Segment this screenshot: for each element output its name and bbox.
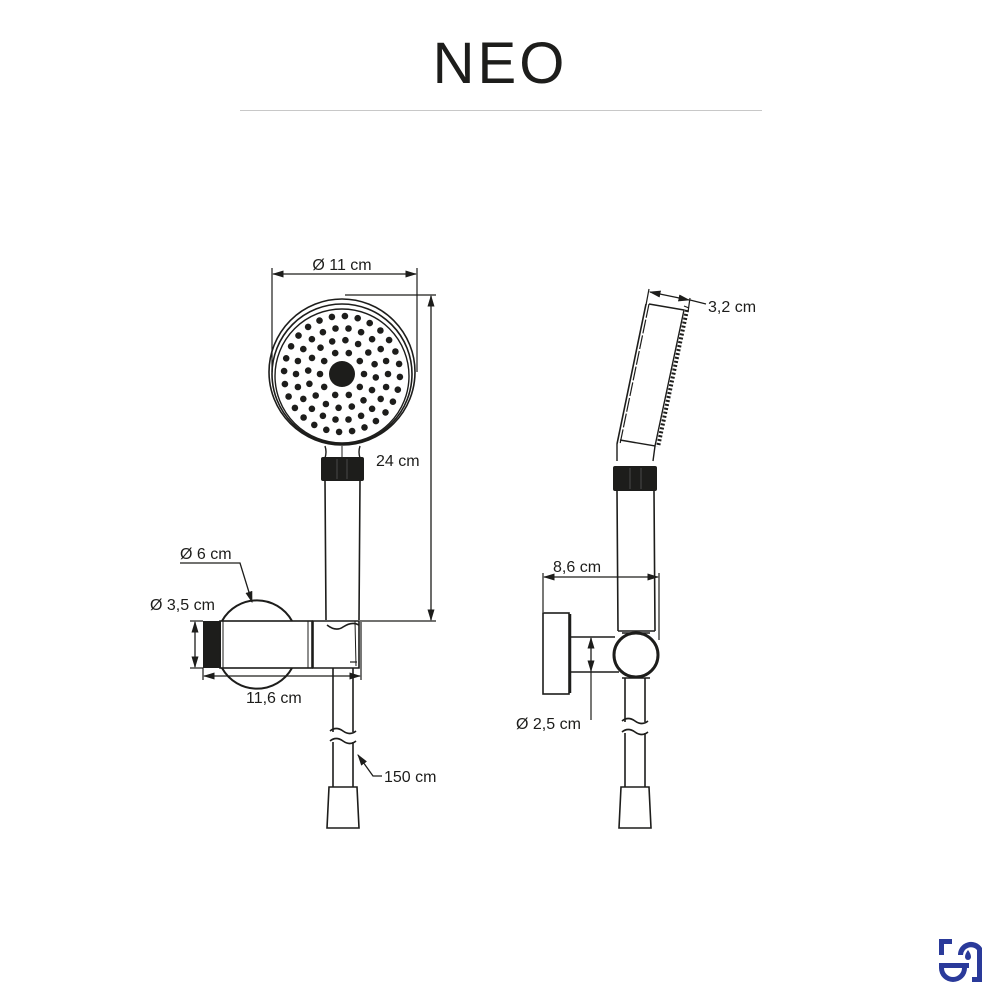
wall-plate xyxy=(542,612,570,695)
label-arm-diameter: Ø 2,5 cm xyxy=(516,716,581,733)
label-bracket-width: 11,6 cm xyxy=(246,690,302,707)
title-divider xyxy=(240,110,762,111)
side-view xyxy=(542,288,707,829)
dimension-connector xyxy=(190,620,203,669)
hose-front xyxy=(326,668,360,829)
label-bracket-diameter: Ø 6 cm xyxy=(180,546,232,563)
dimension-bracket-width xyxy=(202,622,362,680)
label-head-diameter: Ø 11 cm xyxy=(312,257,371,274)
dimension-projection xyxy=(542,573,660,640)
front-view xyxy=(180,268,436,829)
hose-nut xyxy=(326,786,360,829)
connector-ring-side xyxy=(613,466,657,491)
shower-head-side xyxy=(616,303,690,462)
spray-nozzles xyxy=(280,312,404,436)
ball-joint xyxy=(612,631,660,679)
dimension-total-height xyxy=(345,294,436,622)
hose-side xyxy=(618,678,652,829)
handle xyxy=(324,480,361,621)
label-head-depth: 3,2 cm xyxy=(708,299,756,316)
product-title: NEO xyxy=(432,31,568,96)
label-total-height: 24 cm xyxy=(376,453,420,470)
brand-logo-icon xyxy=(939,939,982,982)
dimension-head-depth xyxy=(645,288,707,313)
label-connector-diameter: Ø 3,5 cm xyxy=(150,597,215,614)
wall-thread xyxy=(203,621,221,668)
shower-head-front xyxy=(268,298,416,446)
hose-nut-side xyxy=(618,786,652,829)
label-projection: 8,6 cm xyxy=(553,559,601,576)
connector-ring xyxy=(321,457,364,481)
label-hose-length: 150 cm xyxy=(384,769,436,786)
center-nozzle xyxy=(329,361,355,387)
dimension-head-diameter xyxy=(271,268,418,372)
